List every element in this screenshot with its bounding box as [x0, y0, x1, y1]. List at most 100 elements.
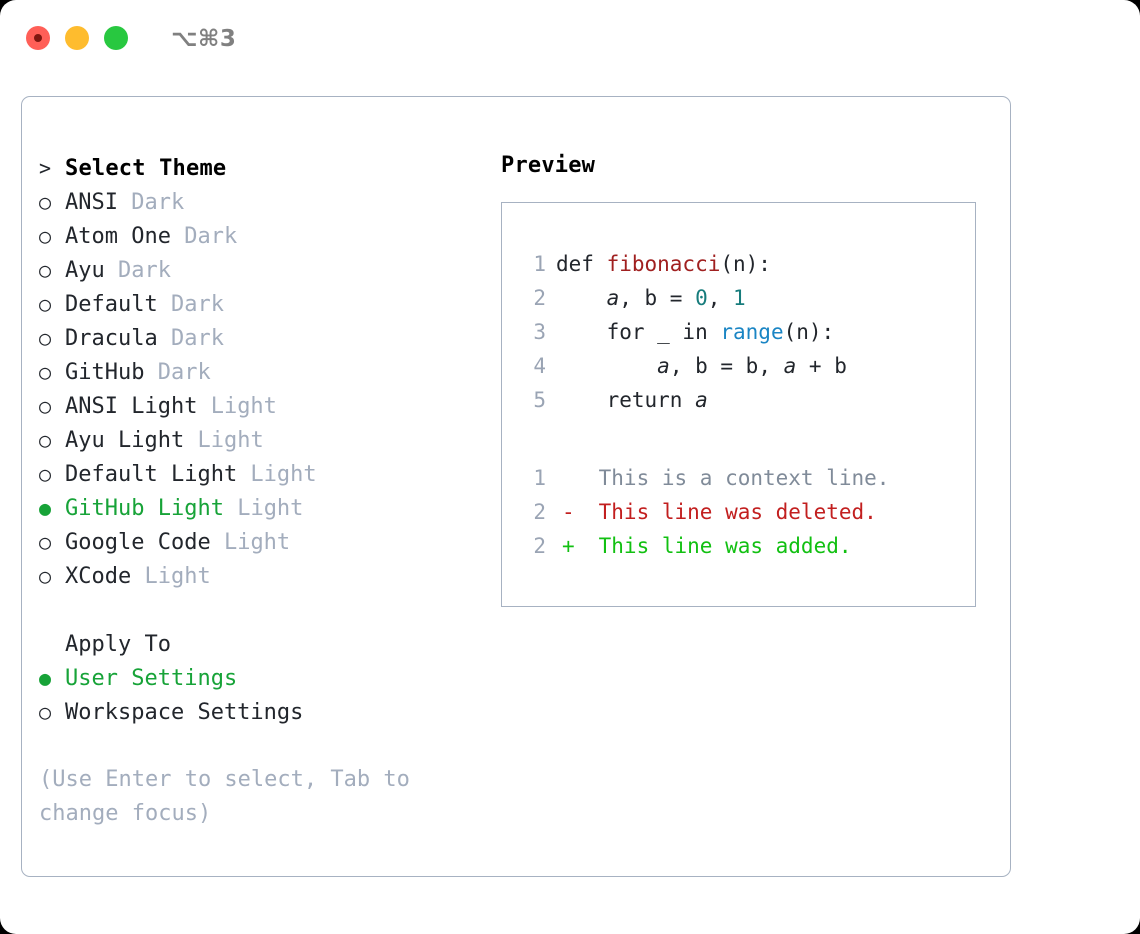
theme-item-3[interactable]: ○ Default Dark [39, 287, 479, 321]
theme-item-category: Dark [104, 258, 171, 283]
diff-line-text: This line was deleted. [586, 500, 877, 524]
code-line: 2 a, b = 0, 1 [502, 281, 975, 315]
theme-item-1[interactable]: ○Atom One Dark [39, 219, 479, 253]
code-line-text: a, b = b, a + b [556, 349, 847, 383]
apply-to-item-label: User Settings [65, 666, 238, 691]
radio-selected-icon: ● [39, 496, 52, 520]
theme-item-category: Light [223, 496, 304, 521]
theme-item-category: Light [210, 530, 291, 555]
theme-item-11[interactable]: ○XCode Light [39, 559, 479, 593]
zoom-window-button[interactable] [104, 26, 128, 50]
radio-unselected-icon: ○ [39, 224, 52, 248]
theme-item-0[interactable]: ○ ANSI Dark [39, 185, 479, 219]
theme-item-category: Light [237, 462, 317, 487]
select-theme-label: Select Theme [65, 156, 227, 181]
code-token-fn: fibonacci [606, 252, 721, 276]
title-bar: ⌥⌘3 [0, 0, 1140, 76]
apply-to-header: Apply To [39, 627, 479, 661]
code-line-number: 4 [533, 354, 546, 378]
diff-sign: - [562, 500, 575, 524]
theme-item-label: Ayu [65, 258, 105, 283]
keyboard-hint-text: (Use Enter to select, Tab to change focu… [39, 767, 410, 826]
diff-line-number: 1 [533, 466, 546, 490]
code-token-var: a [657, 354, 670, 378]
radio-unselected-icon: ○ [39, 292, 52, 316]
code-token-var: a [606, 286, 620, 310]
theme-item-category: Dark [157, 292, 224, 317]
diff-sample: 1 This is a context line.2- This line wa… [502, 461, 975, 563]
apply-to-label: Apply To [65, 632, 171, 657]
theme-item-6[interactable]: ○ ANSI Light Light [39, 389, 479, 423]
minimize-window-button[interactable] [65, 26, 89, 50]
radio-unselected-icon: ○ [39, 700, 52, 724]
code-line-text: a, b = 0, 1 [556, 281, 746, 315]
theme-item-5[interactable]: ○GitHub Dark [39, 355, 479, 389]
radio-unselected-icon: ○ [39, 258, 52, 282]
diff-sign [556, 461, 586, 495]
apply-to-item-0[interactable]: ● User Settings [39, 661, 479, 695]
diff-line-context: 1 This is a context line. [502, 461, 975, 495]
theme-item-2[interactable]: ○ Ayu Dark [39, 253, 479, 287]
code-line-text: def fibonacci(n): [556, 247, 771, 281]
theme-item-label: ANSI [65, 190, 118, 215]
theme-item-label: Google Code [65, 530, 211, 555]
theme-item-label: Atom One [65, 224, 171, 249]
code-token-builtin: range [720, 320, 784, 344]
theme-item-7[interactable]: ○Ayu Light Light [39, 423, 479, 457]
radio-unselected-icon: ○ [39, 190, 52, 214]
theme-item-category: Dark [157, 326, 224, 351]
code-token-var: a [783, 354, 797, 378]
code-token-plain: , b = b, [669, 354, 784, 378]
code-token-plain: return [556, 388, 696, 412]
close-window-button[interactable] [26, 26, 50, 50]
theme-item-category: Light [131, 564, 211, 589]
code-token-plain: + b [796, 354, 847, 378]
code-token-num: 1 [733, 286, 746, 310]
code-token-plain [556, 354, 657, 378]
code-line: 1 def fibonacci(n): [502, 247, 975, 281]
theme-item-4[interactable]: ○Dracula Dark [39, 321, 479, 355]
diff-line-add: 2+ This line was added. [502, 529, 975, 563]
theme-item-category: Light [197, 394, 277, 419]
prompt-caret-icon: > [39, 156, 52, 180]
theme-list: ○ANSI Dark○Atom One Dark○Ayu Dark○Defaul… [39, 185, 479, 593]
section-spacer [39, 593, 479, 627]
theme-item-label: Default Light [65, 462, 238, 487]
code-line: 4 a, b = b, a + b [502, 349, 975, 383]
theme-item-label: ANSI Light [65, 394, 198, 419]
code-line-number: 1 [533, 252, 546, 276]
code-token-plain: , [707, 286, 734, 310]
preview-title: Preview [501, 153, 596, 178]
apply-to-item-1[interactable]: ○Workspace Settings [39, 695, 479, 729]
diff-line-number: 2 [533, 500, 546, 524]
theme-item-category: Dark [117, 190, 185, 215]
code-line: 3 for _ in range(n): [502, 315, 975, 349]
radio-selected-icon: ● [39, 666, 52, 690]
theme-item-9[interactable]: ●GitHub Light Light [39, 491, 479, 525]
code-token-plain: (n): [783, 320, 835, 344]
code-token-plain: , b = [619, 286, 696, 310]
traffic-lights [26, 26, 128, 50]
code-token-kw: def [556, 252, 607, 276]
radio-unselected-icon: ○ [39, 326, 52, 350]
code-token-plain [556, 286, 607, 310]
diff-line-number: 2 [533, 534, 546, 558]
theme-item-8[interactable]: ○Default Light Light [39, 457, 479, 491]
apply-to-list: ● User Settings ○Workspace Settings [39, 661, 479, 729]
code-line-number: 3 [533, 320, 546, 344]
radio-unselected-icon: ○ [39, 394, 52, 418]
apply-to-marker-placeholder [39, 627, 65, 661]
main-panel: > Select Theme ○ANSI Dark○Atom One Dark○… [21, 96, 1011, 877]
theme-item-label: Default [65, 292, 158, 317]
theme-item-label: Ayu Light [65, 428, 185, 453]
code-token-var: a [695, 388, 708, 412]
code-line: 5 return a [502, 383, 975, 417]
theme-item-category: Dark [144, 360, 211, 385]
theme-item-label: GitHub [65, 360, 145, 385]
theme-item-10[interactable]: ○Google Code Light [39, 525, 479, 559]
theme-item-label: XCode [65, 564, 132, 589]
diff-line-del: 2- This line was deleted. [502, 495, 975, 529]
